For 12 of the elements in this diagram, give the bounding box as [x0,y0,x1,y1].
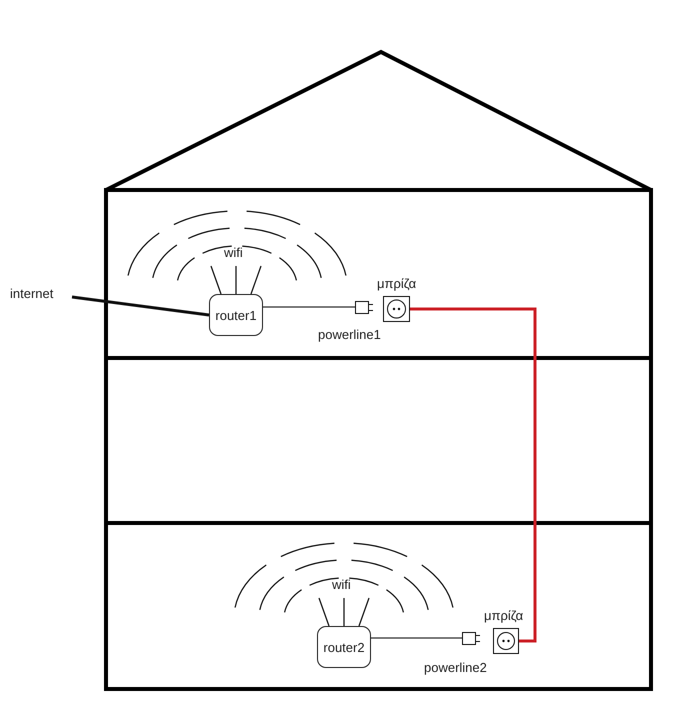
router-box: router1 [209,294,263,336]
wifi-label: wifi [332,577,351,593]
wifi-label: wifi [224,245,243,261]
router-box: router2 [317,626,371,668]
power-cable [409,308,536,642]
cable-line [262,306,356,308]
socket-label: μπρίζα [484,608,524,624]
device-label: powerline2 [424,660,487,676]
socket-label: μπρίζα [377,276,416,292]
cable-line [72,296,210,316]
device-label: powerline1 [318,327,381,343]
text-label: internet [10,286,54,302]
